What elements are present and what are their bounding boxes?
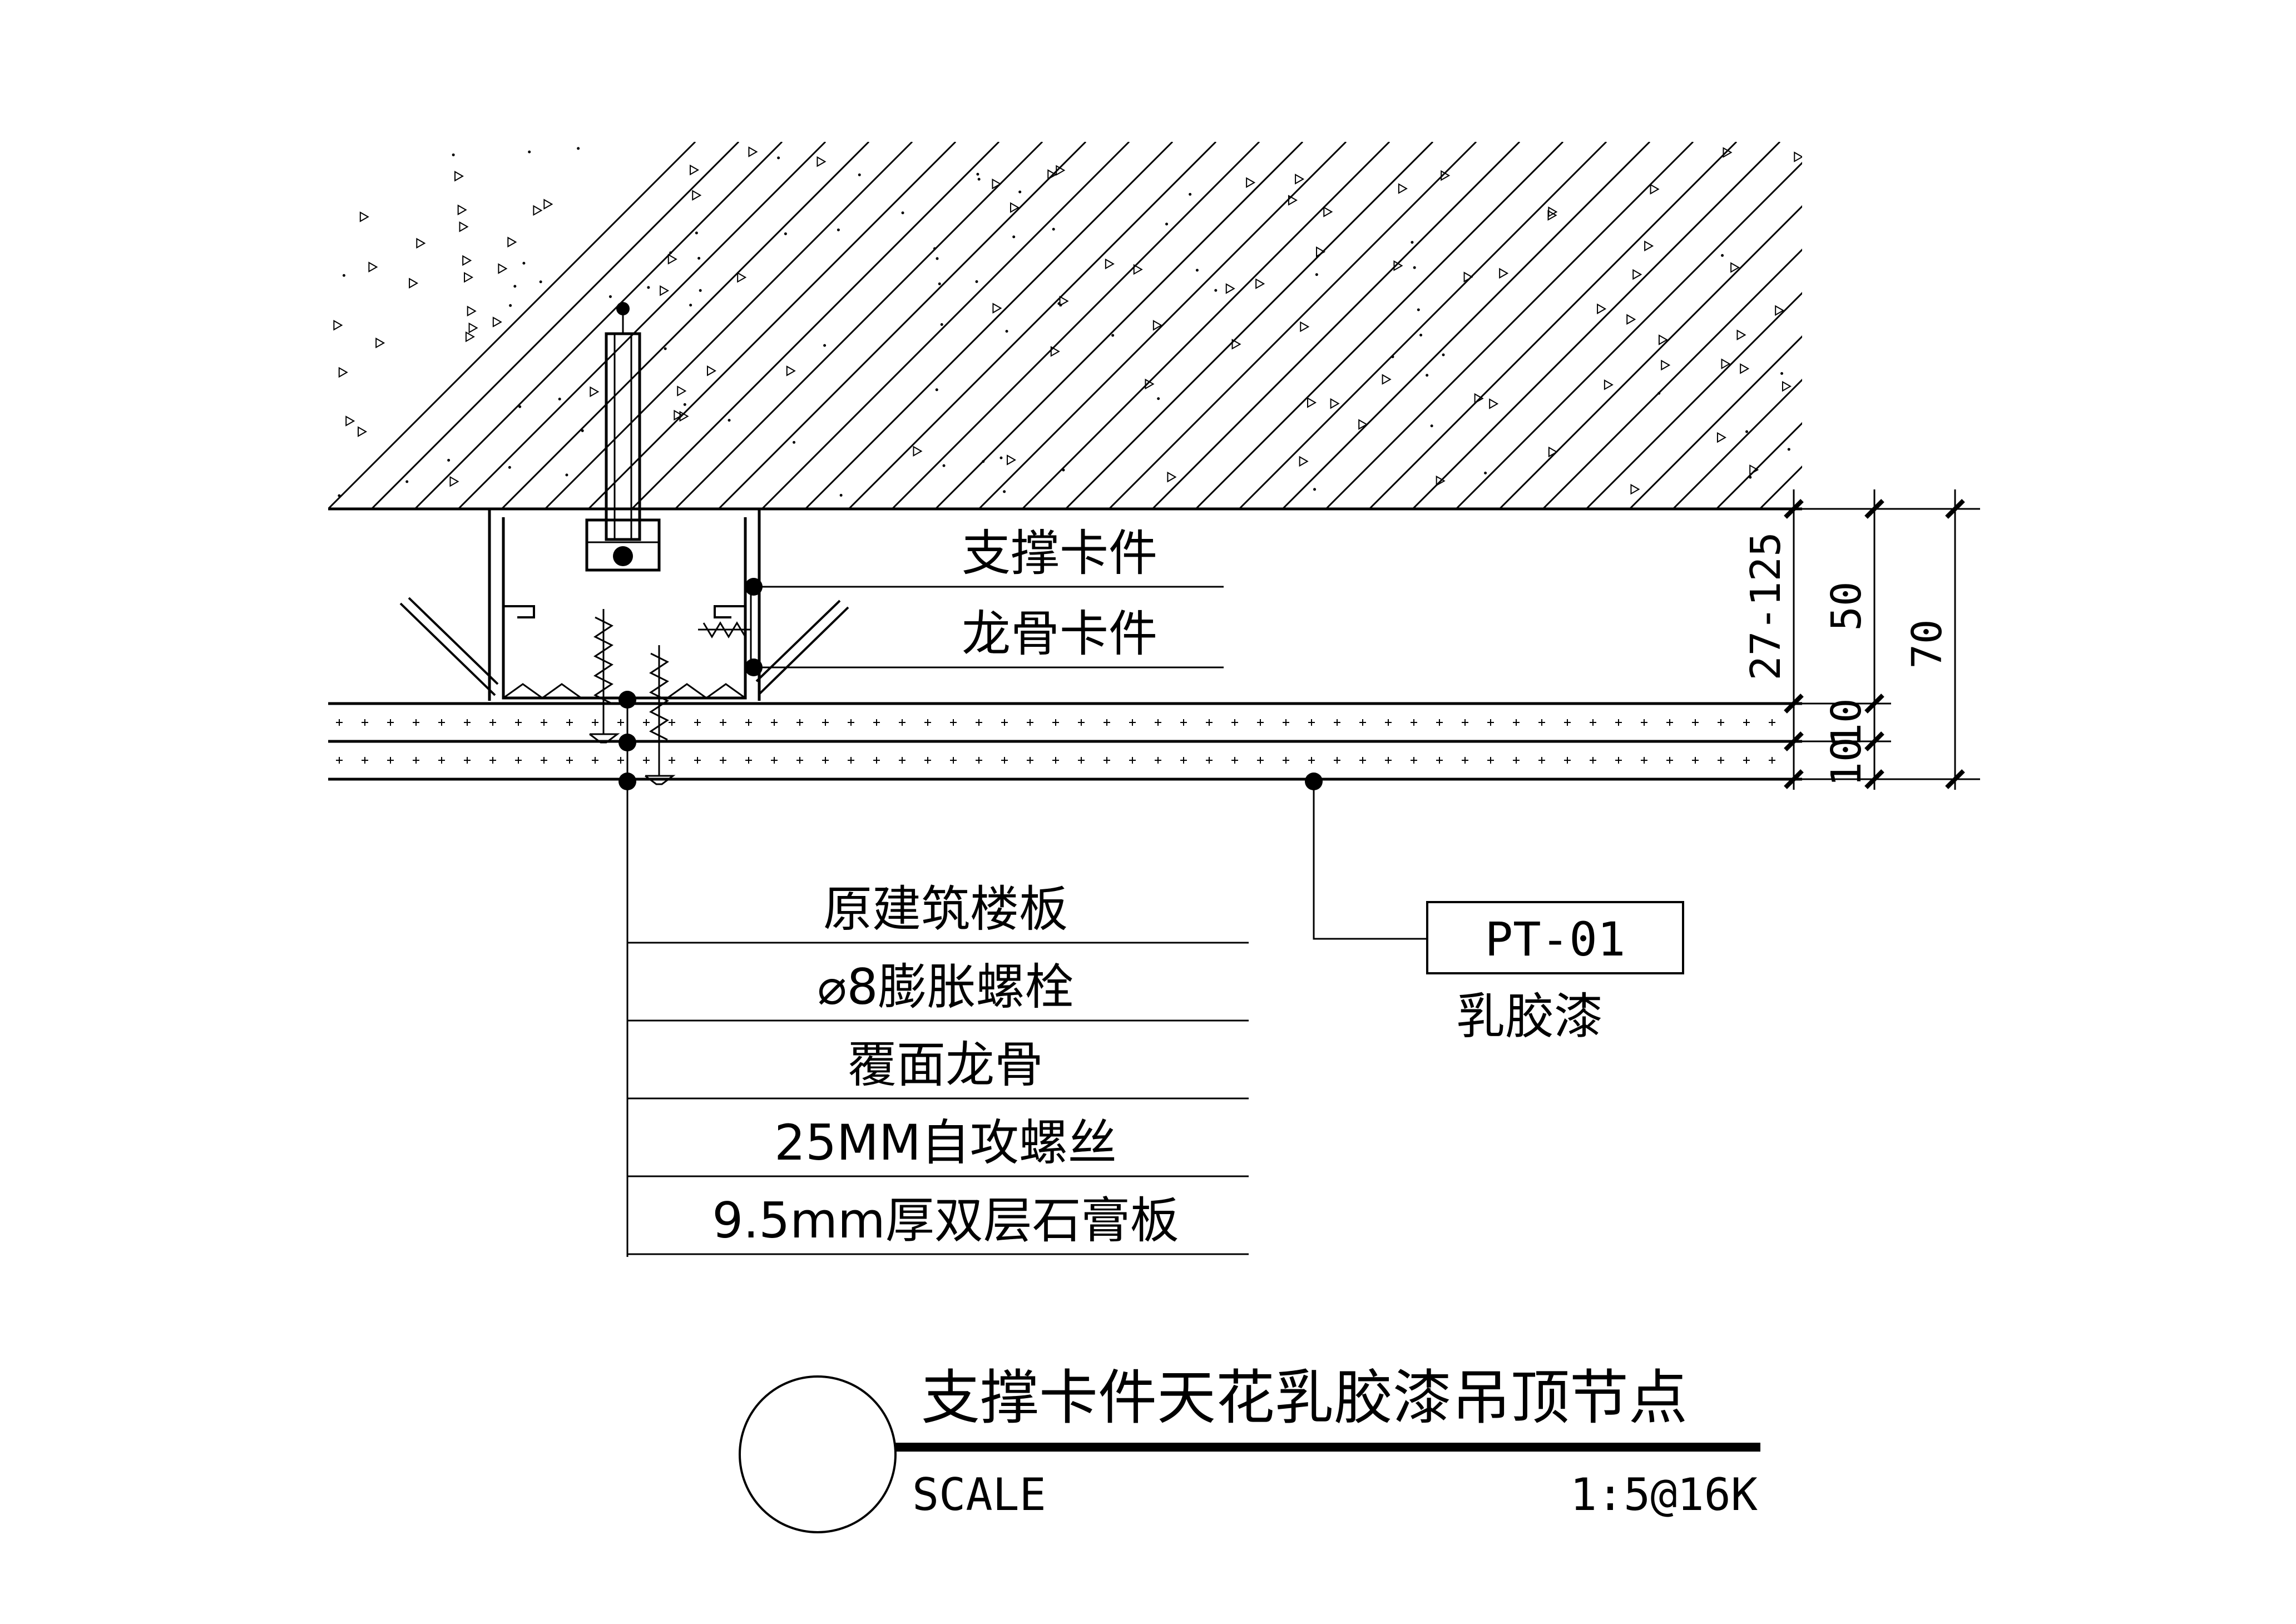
dimension-50: 50 — [1823, 581, 1871, 631]
scale-value: 1:5@16K — [1570, 1469, 1758, 1521]
dimension-ticks — [1784, 499, 1965, 789]
label-original-slab: 原建筑楼板 — [823, 880, 1068, 938]
label-gypsum-board: 9.5mm厚双层石膏板 — [712, 1192, 1179, 1249]
scale-label: SCALE — [912, 1469, 1046, 1521]
finish-tag-box — [1426, 901, 1684, 974]
finish-name: 乳胶漆 — [1456, 988, 1603, 1045]
label-self-tapping-screw: 25MM自攻螺丝 — [774, 1114, 1117, 1171]
label-cover-keel: 覆面龙骨 — [848, 1036, 1043, 1093]
label-expansion-bolt: ⌀8膨胀螺栓 — [818, 958, 1074, 1016]
dimension-27-125: 27-125 — [1742, 532, 1790, 680]
dimension-70: 70 — [1903, 619, 1951, 669]
leader-dots — [618, 578, 1323, 790]
title-circle — [739, 1375, 897, 1533]
support-clip-assembly — [399, 302, 849, 785]
dimension-10-upper: 10 — [1823, 698, 1871, 747]
label-support-clip: 支撑卡件 — [962, 524, 1157, 582]
finish-code: PT-01 — [1485, 912, 1626, 967]
gypsum-board-layers — [328, 702, 1802, 781]
label-keel-clip: 龙骨卡件 — [962, 605, 1157, 662]
drawing-title: 支撑卡件天花乳胶漆吊顶节点 — [921, 1364, 1688, 1432]
leader-lines — [626, 586, 1427, 1257]
dimension-10-lower: 10 — [1823, 737, 1871, 786]
